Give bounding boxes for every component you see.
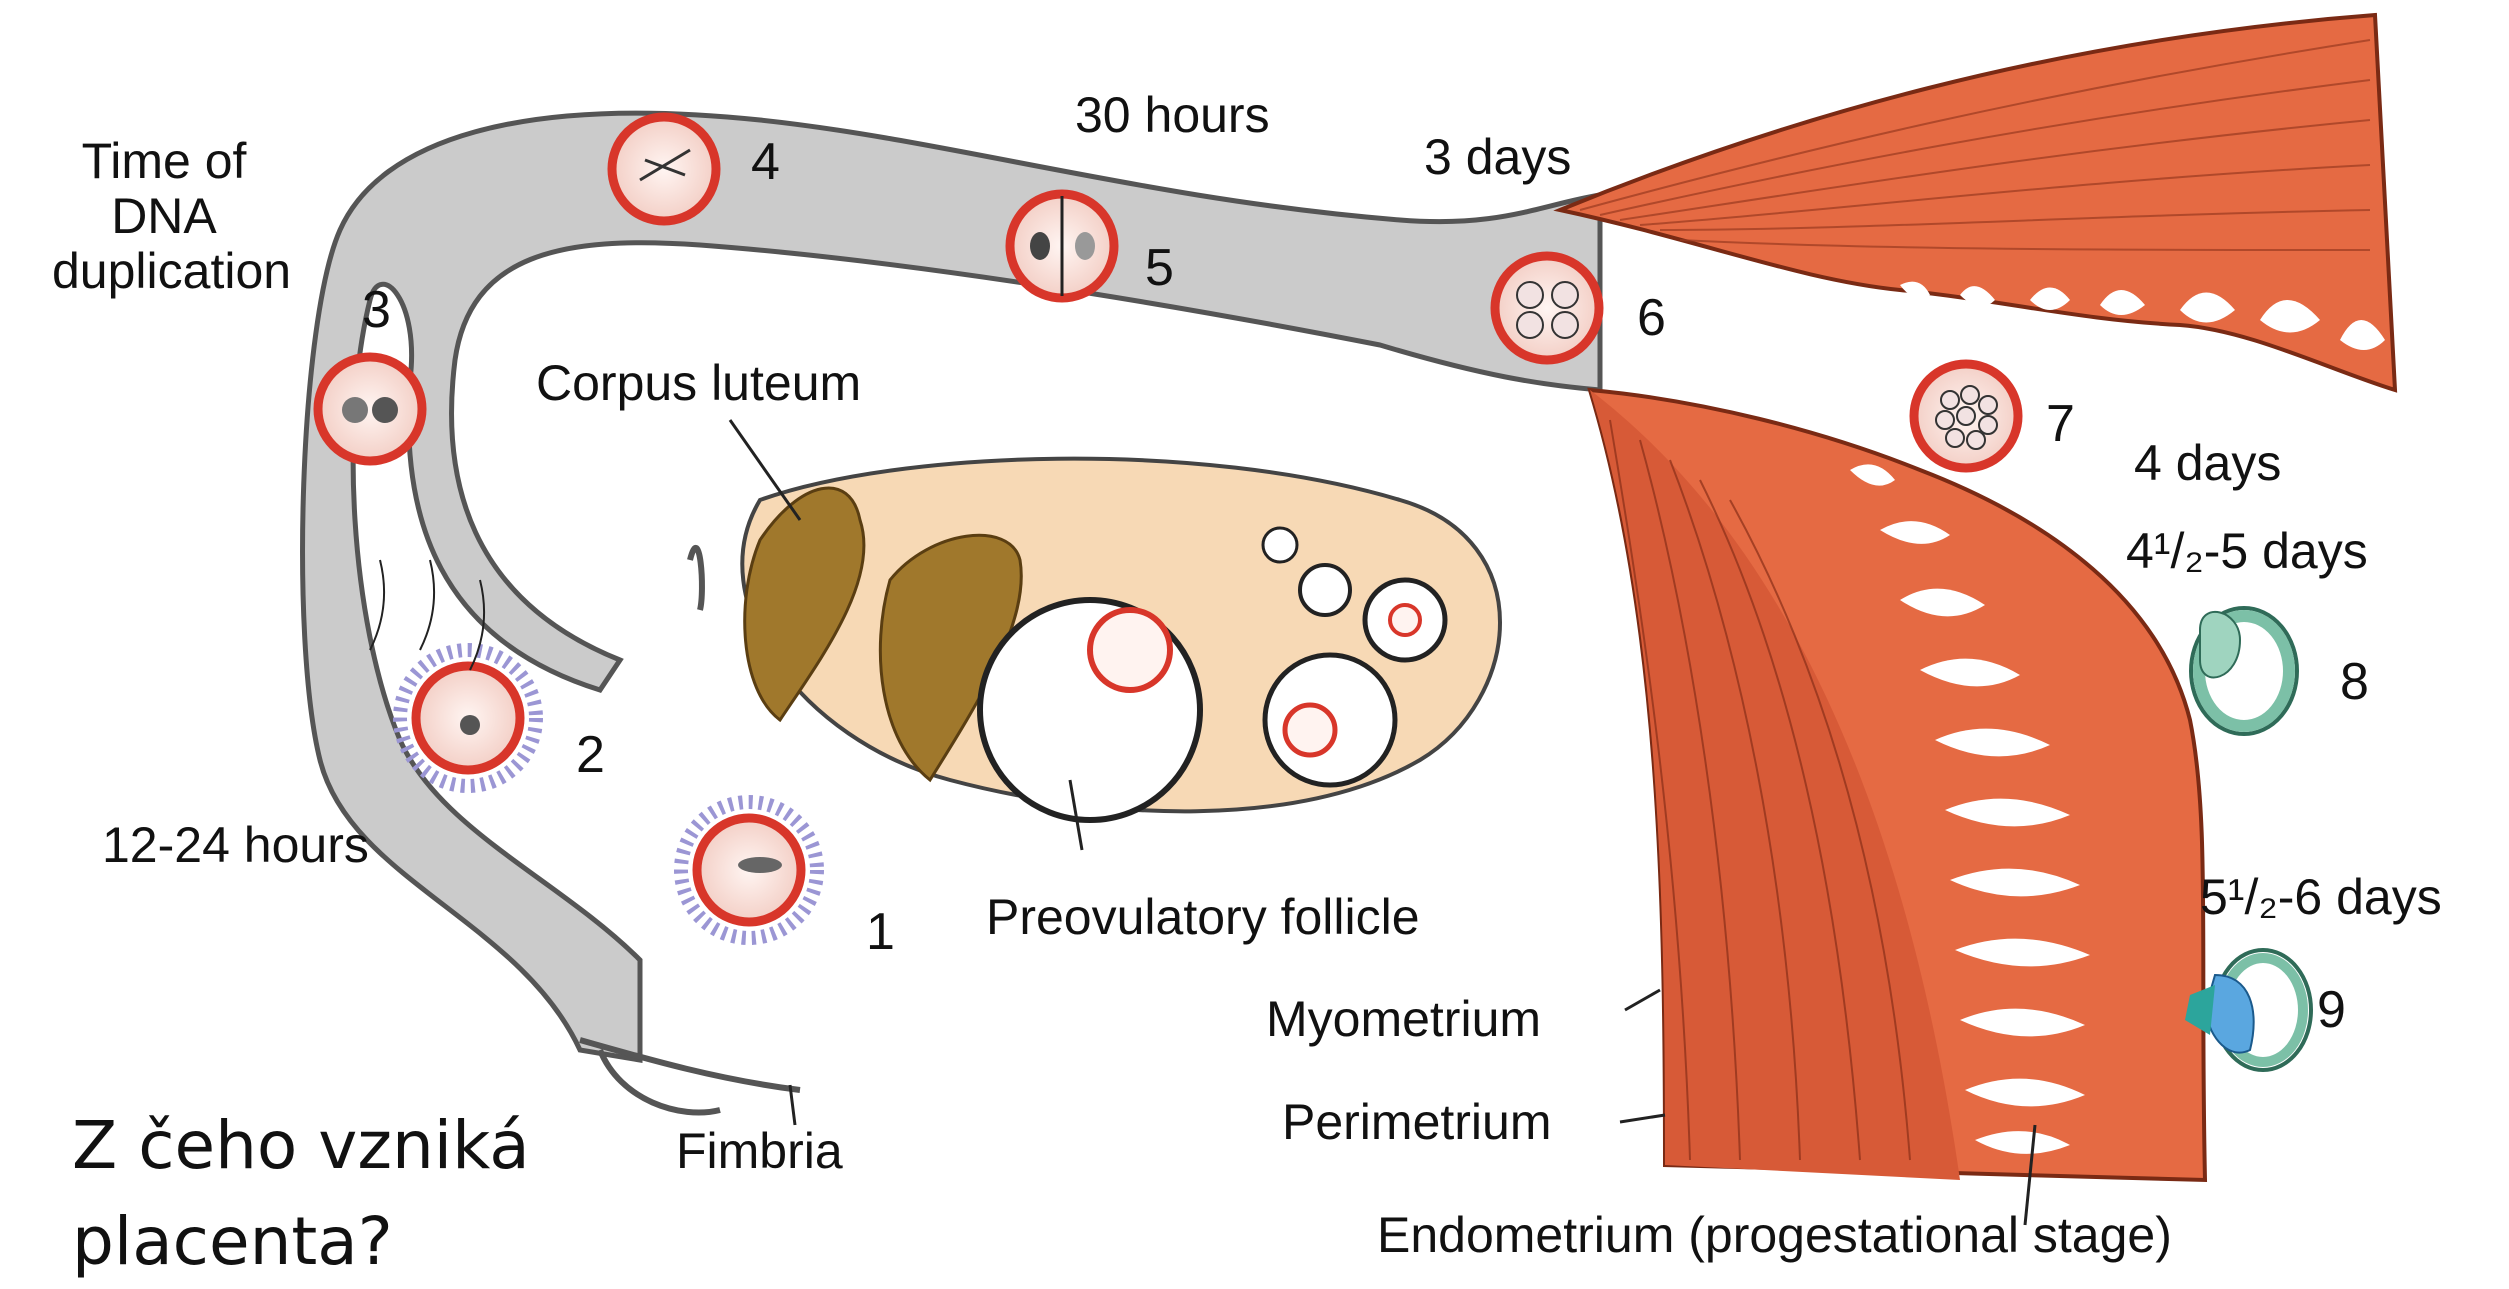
stage-number-5: 5	[1145, 240, 1174, 297]
embryo-stage-7	[1914, 364, 2018, 468]
label-4-5-days: 4¹/₂-5 days	[2126, 524, 2368, 579]
label-time-of-dna-line-3: duplication	[52, 244, 276, 299]
label-4-days: 4 days	[2134, 436, 2281, 491]
pointer-perimetrium	[1620, 1115, 1665, 1122]
uterus-upper-wall	[1560, 15, 2395, 390]
stage-number-9: 9	[2317, 982, 2346, 1039]
label-30-hours: 30 hours	[1075, 88, 1270, 143]
ovary	[690, 459, 1500, 820]
secondary-follicle-oocyte	[1285, 705, 1335, 755]
stage-number-7: 7	[2046, 396, 2075, 453]
label-corpus-luteum: Corpus luteum	[536, 356, 861, 411]
embryo-stage-6	[1495, 256, 1599, 360]
embryo-stage-8	[2191, 608, 2297, 734]
label-3-days: 3 days	[1424, 130, 1571, 185]
label-time-of-dna: Time of DNA duplication	[52, 134, 276, 299]
label-preovulatory-follicle: Preovulatory follicle	[986, 890, 1420, 945]
primary-follicle-a-oocyte	[1390, 605, 1420, 635]
fimbria-shape	[580, 1040, 800, 1113]
label-perimetrium: Perimetrium	[1282, 1095, 1551, 1150]
question-line-1: Z čeho vzniká	[72, 1098, 530, 1194]
label-endometrium: Endometrium (progestational stage)	[1377, 1208, 2172, 1263]
embryo-stage-1	[681, 802, 817, 938]
ovarian-ligament	[690, 548, 702, 610]
stage-number-4: 4	[751, 134, 780, 191]
label-fimbria: Fimbria	[676, 1124, 843, 1179]
stage-number-2: 2	[576, 727, 605, 784]
embryo-stage-4	[612, 117, 716, 221]
label-12-24-hours: 12-24 hours	[102, 818, 369, 873]
label-time-of-dna-line-1: Time of	[52, 134, 276, 189]
primary-follicle-b	[1300, 565, 1350, 615]
primordial-follicle	[1263, 528, 1297, 562]
uterus-upper-body	[1560, 15, 2395, 390]
question-text: Z čeho vzniká placenta?	[72, 1098, 530, 1289]
stage-number-8: 8	[2340, 654, 2369, 711]
pointer-myometrium	[1625, 990, 1660, 1010]
label-5-6-days: 5¹/₂-6 days	[2200, 870, 2442, 925]
follicle-oocyte	[1090, 610, 1170, 690]
uterus-lower-wall	[1590, 390, 2205, 1180]
stage-number-1: 1	[866, 904, 895, 961]
stage-number-3: 3	[362, 282, 391, 339]
label-time-of-dna-line-2: DNA	[52, 189, 276, 244]
stage-number-6: 6	[1637, 290, 1666, 347]
label-myometrium: Myometrium	[1266, 992, 1541, 1047]
embryo-stage-5	[1010, 194, 1114, 298]
embryo-stage-3	[318, 357, 422, 461]
